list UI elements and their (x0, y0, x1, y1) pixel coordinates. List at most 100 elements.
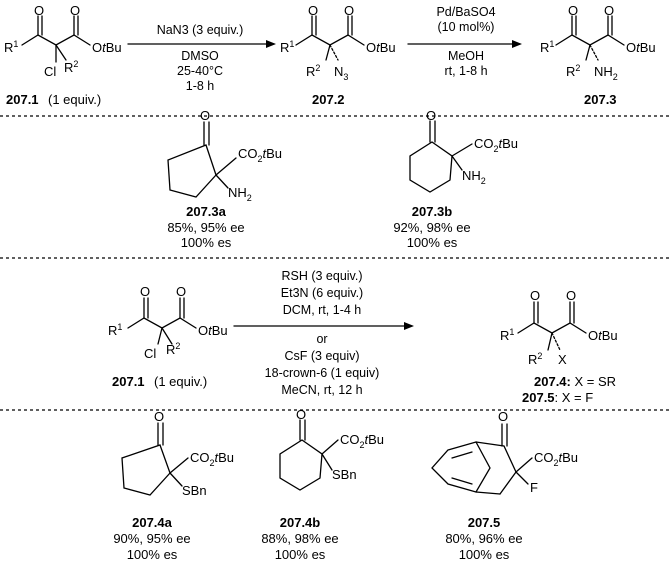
yield-ee: 80%, 96% ee (445, 531, 522, 546)
group-nh2: NH2 (228, 185, 252, 203)
atom-n3: N3 (334, 64, 348, 82)
es-value: 100% es (459, 547, 510, 562)
group-co2tbu: CO2tBu (190, 450, 234, 468)
compound-note: (1 equiv.) (154, 374, 207, 389)
condition-fluoride: CsF (3 equiv) (284, 349, 359, 363)
condition-catalyst: Pd/BaSO4 (436, 5, 495, 19)
atom-r2: R2 (528, 351, 542, 367)
es-value: 100% es (127, 547, 178, 562)
condition-solvent: DCM, rt, 1-4 h (283, 303, 362, 317)
compound-label: 207.4b (280, 515, 321, 530)
atom-otbu: OtBu (92, 40, 122, 55)
condition-crown: 18-crown-6 (1 equiv) (265, 366, 380, 380)
atom-o: O (296, 407, 306, 422)
atom-o: O (498, 409, 508, 424)
arrow-step1: NaN3 (3 equiv.) DMSO 25-40°C 1-8 h (127, 23, 276, 93)
es-value: 100% es (407, 235, 458, 250)
condition-time: rt, 1-8 h (444, 64, 487, 78)
atom-o: O (140, 284, 150, 299)
compound-207-5: O CO2tBu F 207.5 80%, 96% ee 100% es (431, 409, 578, 562)
atom-otbu: OtBu (198, 323, 228, 338)
compound-207-3b: O CO2tBu NH2 207.3b 92%, 98% ee 100% es (393, 108, 518, 250)
atom-o: O (344, 3, 354, 18)
compound-note: (1 equiv.) (48, 92, 101, 107)
condition-or: or (316, 332, 327, 346)
atom-o: O (176, 284, 186, 299)
condition-solvent: DMSO (181, 49, 219, 63)
es-value: 100% es (181, 235, 232, 250)
reactant-207-1-top: O O R1 OtBu Cl R2 207.1 (1 equiv.) (4, 3, 122, 107)
compound-207-4a: O CO2tBu SBn 207.4a 90%, 95% ee 100% es (113, 409, 234, 562)
compound-label: 207.5 (522, 390, 555, 405)
compound-207-3a: O CO2tBu NH2 207.3a 85%, 95% ee 100% es (167, 108, 282, 250)
atom-r2: R2 (306, 63, 320, 79)
product-4-line: 207.4: X = SR (534, 374, 616, 389)
group-co2tbu: CO2tBu (474, 136, 518, 154)
atom-o: O (566, 288, 576, 303)
atom-o: O (308, 3, 318, 18)
compound-label: 207.2 (312, 92, 345, 107)
product-5-line: 207.5: X = F (522, 390, 593, 405)
compound-label: 207.4: (534, 374, 571, 389)
atom-o: O (604, 3, 614, 18)
atom-r2: R2 (64, 59, 78, 75)
yield-ee: 90%, 95% ee (113, 531, 190, 546)
atom-o: O (154, 409, 164, 424)
compound-label: 207.3b (412, 204, 453, 219)
atom-otbu: OtBu (588, 328, 618, 343)
product-definition: X = SR (575, 374, 617, 389)
atom-o: O (530, 288, 540, 303)
atom-otbu: OtBu (626, 40, 656, 55)
es-value: 100% es (275, 547, 326, 562)
compound-label: 207.3 (584, 92, 617, 107)
yield-ee: 92%, 98% ee (393, 220, 470, 235)
atom-o: O (70, 3, 80, 18)
compound-label: 207.5 (468, 515, 501, 530)
atom-f: F (530, 480, 538, 495)
atom-r1: R1 (500, 327, 514, 343)
compound-label: 207.3a (186, 204, 227, 219)
atom-o: O (568, 3, 578, 18)
condition-solvent: MeOH (448, 49, 484, 63)
yield-ee: 88%, 98% ee (261, 531, 338, 546)
atom-o: O (200, 108, 210, 123)
condition-time: 1-8 h (186, 79, 215, 93)
product-207-4-5: O O R1 OtBu R2 X 207.4: X = SR 207.5: X … (500, 288, 618, 405)
condition-loading: (10 mol%) (438, 20, 495, 34)
atom-o: O (426, 108, 436, 123)
condition-temp: 25-40°C (177, 64, 223, 78)
atom-cl: Cl (44, 64, 56, 79)
condition-solvent-2: MeCN, rt, 12 h (281, 383, 362, 397)
compound-label: 207.1 (112, 374, 145, 389)
condition-thiol: RSH (3 equiv.) (281, 269, 362, 283)
atom-r1: R1 (108, 322, 122, 338)
compound-207-4b: O CO2tBu SBn 207.4b 88%, 98% ee 100% es (261, 407, 384, 562)
atom-r2: R2 (566, 63, 580, 79)
atom-otbu: OtBu (366, 40, 396, 55)
compound-label: 207.1 (6, 92, 39, 107)
reactant-207-1-bottom: O O R1 OtBu Cl R2 207.1 (1 equiv.) (108, 284, 228, 389)
atom-o: O (34, 3, 44, 18)
amine-207-3: O O R1 OtBu R2 NH2 207.3 (540, 3, 656, 107)
arrow-step2: Pd/BaSO4 (10 mol%) MeOH rt, 1-8 h (407, 5, 522, 78)
group-sbn: SBn (332, 467, 357, 482)
product-definition: : X = F (555, 390, 594, 405)
compound-label: 207.4a (132, 515, 173, 530)
atom-x: X (558, 352, 567, 367)
group-co2tbu: CO2tBu (238, 146, 282, 164)
group-co2tbu: CO2tBu (340, 432, 384, 450)
atom-r2: R2 (166, 341, 180, 357)
arrow-step3: RSH (3 equiv.) Et3N (6 equiv.) DCM, rt, … (233, 269, 414, 397)
condition-reagent: NaN3 (3 equiv.) (157, 23, 244, 37)
condition-base: Et3N (6 equiv.) (281, 286, 363, 300)
atom-r1: R1 (4, 39, 18, 55)
atom-r1: R1 (540, 39, 554, 55)
group-nh2: NH2 (462, 168, 486, 186)
group-co2tbu: CO2tBu (534, 450, 578, 468)
group-sbn: SBn (182, 483, 207, 498)
yield-ee: 85%, 95% ee (167, 220, 244, 235)
atom-r1: R1 (280, 39, 294, 55)
azide-207-2: O O R1 OtBu R2 N3 207.2 (280, 3, 396, 107)
atom-cl: Cl (144, 346, 156, 361)
